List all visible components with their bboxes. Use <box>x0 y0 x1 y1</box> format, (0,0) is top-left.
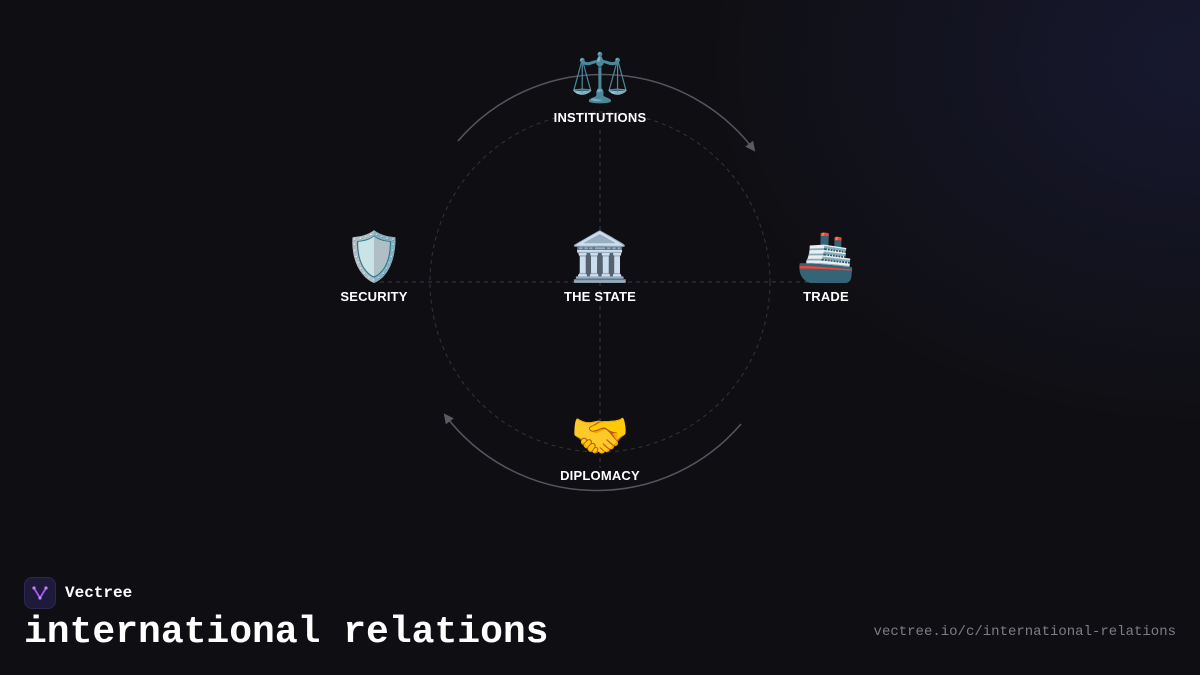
shield-icon: 🛡️ <box>344 229 404 285</box>
node-diplomacy: 🤝 DIPLOMACY <box>520 408 680 483</box>
page-url[interactable]: vectree.io/c/international-relations <box>873 624 1176 640</box>
node-security: 🛡️ SECURITY <box>294 229 454 304</box>
classical-building-icon: 🏛️ <box>570 229 630 285</box>
node-label-security: SECURITY <box>340 289 408 304</box>
handshake-icon: 🤝 <box>570 408 630 464</box>
node-label-diplomacy: DIPLOMACY <box>560 468 640 483</box>
vectree-logo-icon <box>24 577 56 609</box>
node-the-state: 🏛️ THE STATE <box>520 229 680 304</box>
node-label-the-state: THE STATE <box>563 289 637 304</box>
node-institutions: ⚖️ INSTITUTIONS <box>520 50 680 125</box>
brand[interactable]: Vectree <box>24 577 132 609</box>
brand-name: Vectree <box>65 584 133 602</box>
node-trade: 🚢 TRADE <box>746 229 906 304</box>
page-title: international relations <box>24 611 549 654</box>
top-cycle-arrow <box>457 73 756 152</box>
ship-icon: 🚢 <box>796 229 856 285</box>
node-label-trade: TRADE <box>803 289 849 304</box>
bottom-cycle-arrow <box>443 413 742 492</box>
balance-scale-icon: ⚖️ <box>570 50 630 106</box>
node-label-institutions: INSTITUTIONS <box>553 110 647 125</box>
